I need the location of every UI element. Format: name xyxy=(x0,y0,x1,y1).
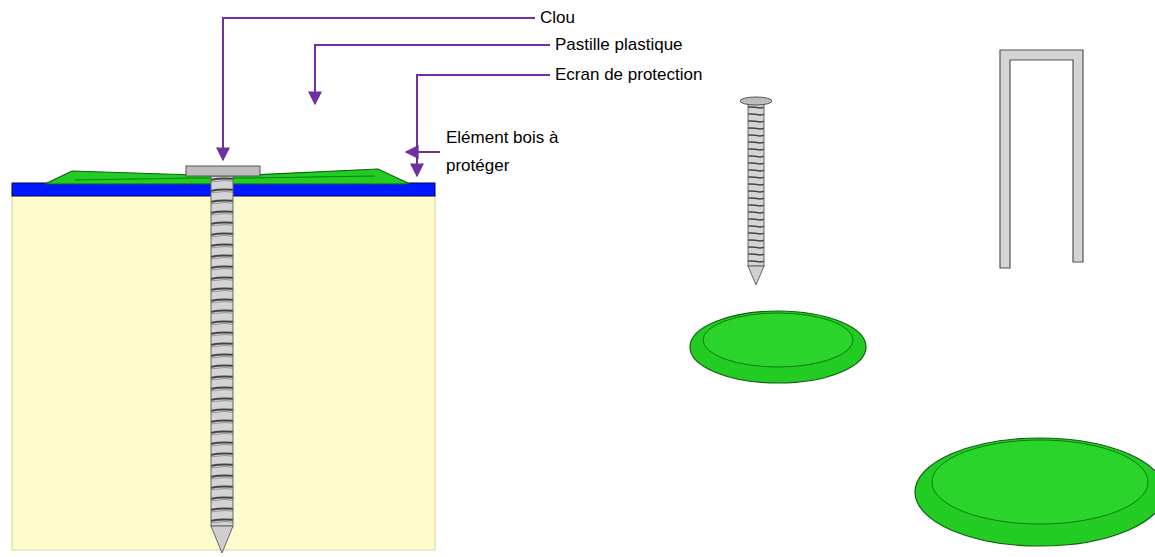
part-label: Ecran de protection xyxy=(555,61,702,89)
leader-line xyxy=(406,151,440,153)
nail-head xyxy=(186,166,260,176)
plastic-washer xyxy=(932,440,1148,524)
nail-tip xyxy=(748,266,764,285)
nail-shank xyxy=(748,104,764,266)
part-label: Pastille plastique xyxy=(555,31,683,59)
plastic-washer xyxy=(703,313,853,367)
nail-tip xyxy=(211,526,233,553)
staple xyxy=(1000,50,1083,268)
part-label: Elément bois à protéger xyxy=(446,124,586,180)
plastic-washer xyxy=(690,311,866,383)
nail-shank xyxy=(211,176,233,526)
part-label: Clou xyxy=(540,4,575,32)
nail-head xyxy=(740,97,772,105)
plastic-washer xyxy=(915,438,1155,546)
